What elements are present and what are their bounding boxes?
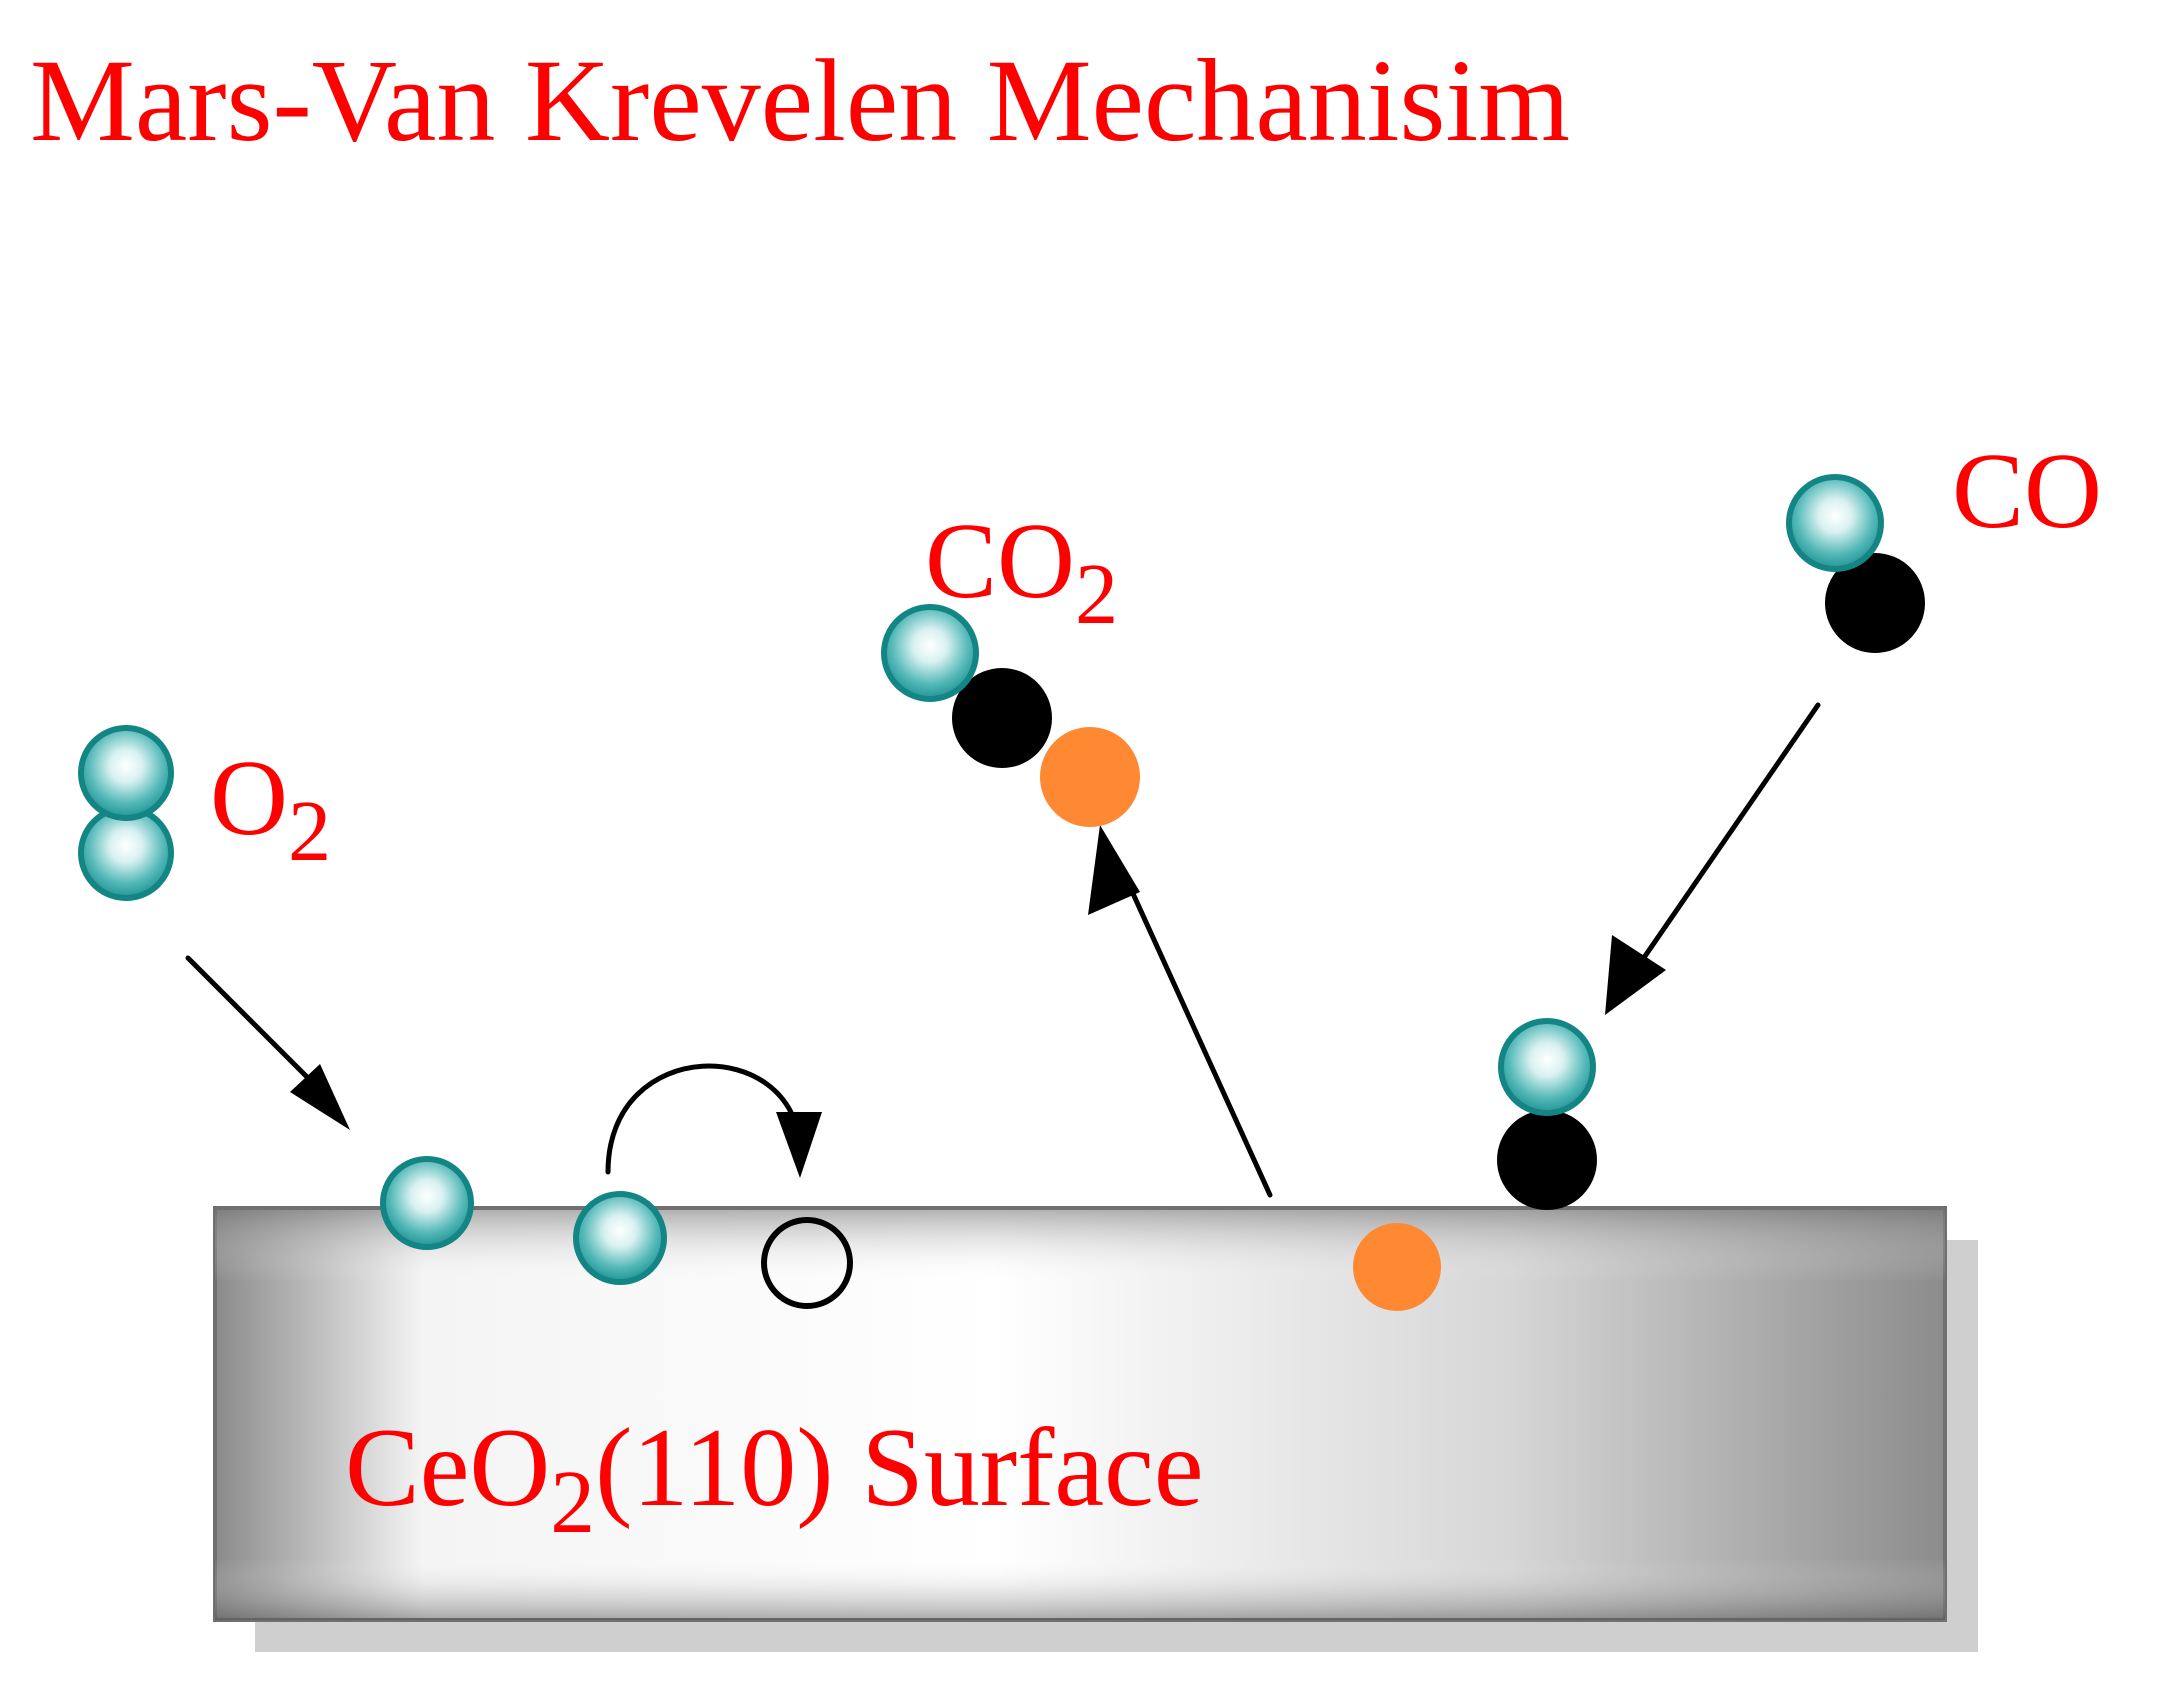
o2-molecule: [78, 725, 174, 901]
adsorbed-co-carbon-atom: [1497, 1110, 1597, 1210]
co-carbon-atom: [1825, 553, 1925, 653]
oxygen-diffusion-arrow: [605, 1063, 803, 1175]
adsorbed-co: [1497, 1018, 1597, 1210]
o2-label: O2: [210, 745, 331, 875]
oxygen-diffusion-arrowhead: [776, 1112, 822, 1178]
oxygen-vacancy: [761, 1217, 853, 1309]
diagram-title: Mars-Van Krevelen Mechanisim: [30, 35, 1571, 166]
co2-label-subscript: 2: [1075, 545, 1119, 642]
o2-label-subscript: 2: [288, 782, 332, 879]
surface-label-pre: CeO: [345, 1406, 551, 1530]
co-molecule: [1786, 474, 1925, 653]
co2-desorption-arrowhead: [1088, 825, 1140, 915]
surface-label: CeO2(110) Surface: [345, 1412, 1204, 1547]
co-label-main: CO: [1952, 432, 2103, 551]
co2-desorption-arrow-shaft: [1117, 862, 1273, 1198]
co2-carbon-atom: [952, 668, 1052, 768]
o2-adsorption-arrow-shaft: [185, 955, 333, 1103]
surface-slab: [213, 1206, 1978, 1652]
arrows: [185, 702, 1821, 1198]
adsorbed-oxygen-atom-1: [380, 1156, 474, 1250]
co2-oxygen-atom: [881, 604, 979, 702]
adsorbed-oxygen-atom-2: [573, 1191, 667, 1285]
co2-lattice-oxygen: [1040, 727, 1140, 827]
o2-label-main: O: [210, 739, 288, 858]
co-adsorption-arrowhead: [1605, 935, 1666, 1015]
o2-adsorption-arrowhead: [290, 1064, 350, 1130]
surface-label-subscript: 2: [550, 1452, 596, 1552]
co2-label-main: CO: [925, 502, 1076, 621]
co-adsorption-arrow-shaft: [1629, 702, 1821, 978]
co-label: CO: [1952, 438, 2102, 546]
o2-atom-bottom: [78, 805, 174, 901]
surface-label-post: (110) Surface: [595, 1406, 1204, 1530]
adsorbed-co-oxygen-atom: [1498, 1018, 1596, 1116]
co2-molecule: [881, 604, 1140, 827]
slab-shading: [215, 1208, 1945, 1620]
lattice-oxygen-atom: [1353, 1223, 1441, 1311]
co-oxygen-atom: [1786, 474, 1884, 572]
o2-atom-top: [78, 725, 174, 821]
co2-label: CO2: [925, 508, 1118, 638]
